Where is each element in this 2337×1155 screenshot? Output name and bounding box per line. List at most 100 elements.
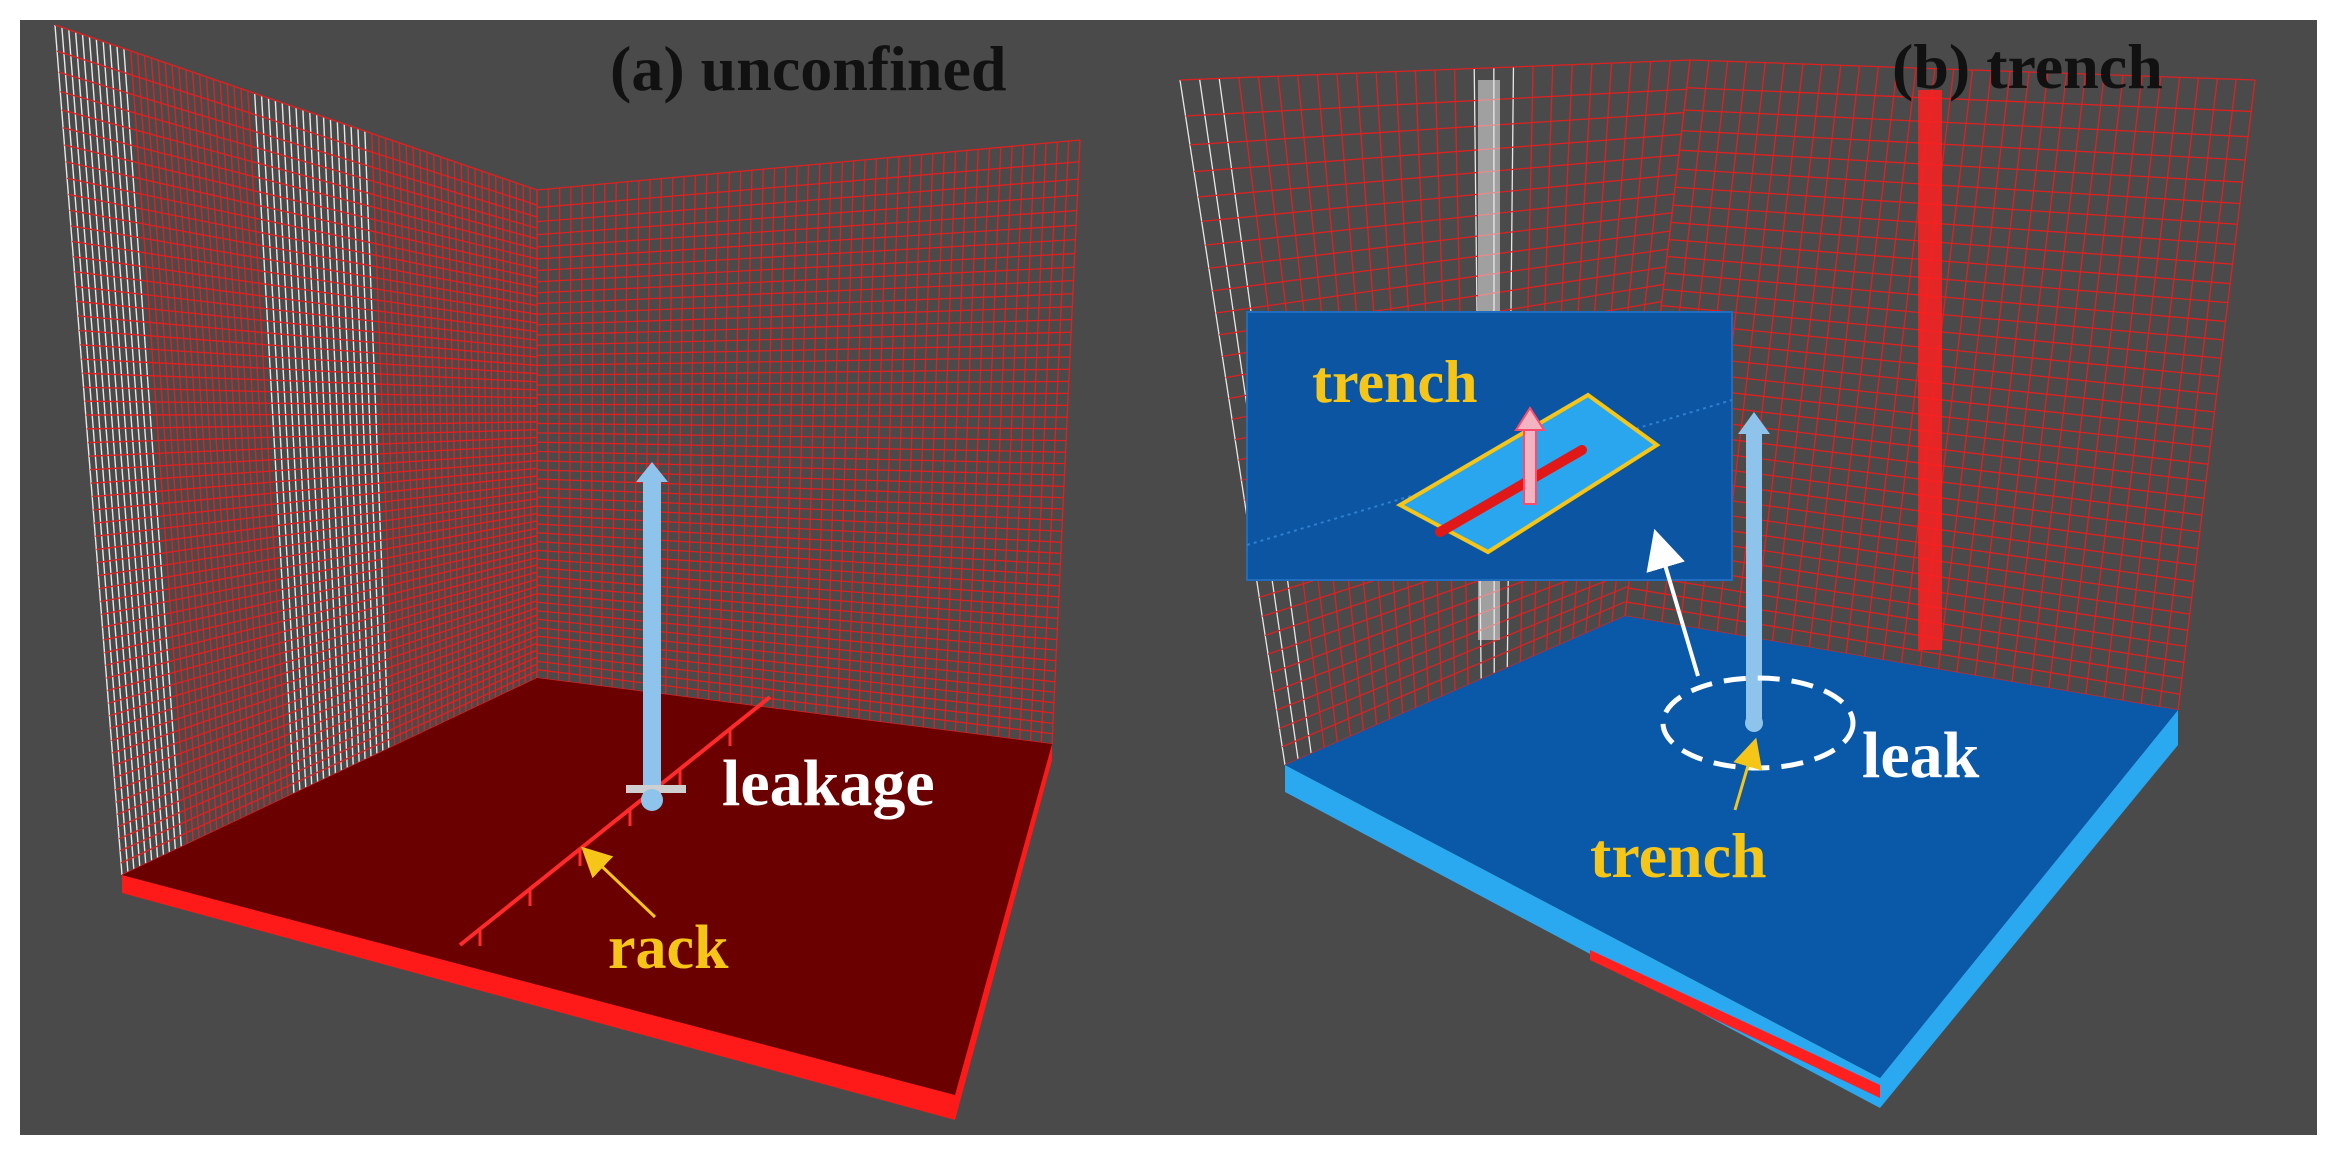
panel-b-red-band xyxy=(1918,90,1942,650)
grid-line xyxy=(1808,66,1879,648)
grid-line xyxy=(253,93,295,794)
grid-line xyxy=(110,593,538,729)
grid-line xyxy=(858,158,878,720)
grid-line xyxy=(1628,587,2182,679)
grid-line xyxy=(1626,601,2181,695)
grid-line xyxy=(62,127,538,250)
grid-line xyxy=(1686,87,2252,113)
grid-line xyxy=(761,168,776,707)
grid-line xyxy=(536,224,1077,260)
grid-line xyxy=(113,614,538,766)
grid-line xyxy=(467,166,479,707)
grid-line xyxy=(536,368,1070,376)
grid-line xyxy=(405,145,426,732)
grid-line xyxy=(371,133,396,746)
rack-label: rack xyxy=(608,914,729,982)
grid-line xyxy=(1668,239,2231,285)
grid-line xyxy=(536,413,1068,418)
grid-line xyxy=(890,155,911,724)
rack xyxy=(458,695,772,947)
grid-line xyxy=(536,441,1066,453)
grid-line xyxy=(879,156,900,723)
grid-line xyxy=(1029,142,1059,742)
grid-line xyxy=(536,514,1062,543)
grid-line xyxy=(536,635,1055,693)
grid-line xyxy=(101,527,538,616)
grid-line xyxy=(1040,141,1070,743)
inset-trench-label: trench xyxy=(1312,349,1478,415)
grid-line xyxy=(105,556,538,667)
grid-line xyxy=(56,50,538,206)
grid-line xyxy=(87,429,538,444)
grid-line xyxy=(522,185,526,684)
grid-line xyxy=(288,105,325,780)
grid-line xyxy=(536,161,1080,209)
grid-line xyxy=(536,549,1060,587)
grid-line xyxy=(804,163,821,713)
panel-a-floor xyxy=(122,678,1052,1095)
grid-line xyxy=(75,285,538,341)
grid-line xyxy=(460,164,473,709)
grid-line xyxy=(99,512,538,590)
grid-line xyxy=(95,39,159,859)
grid-line xyxy=(986,146,1013,736)
grid-line xyxy=(536,392,1069,396)
grid-line xyxy=(114,621,538,779)
grid-line xyxy=(104,549,538,654)
grid-line xyxy=(1677,168,2240,205)
grid-line xyxy=(1019,143,1047,740)
grid-line xyxy=(336,121,366,760)
grid-line xyxy=(185,69,236,822)
grid-line xyxy=(247,90,289,797)
grid-line xyxy=(281,102,319,783)
grid-line xyxy=(536,558,1059,598)
grid-line xyxy=(115,628,538,791)
grid-line xyxy=(622,181,629,690)
grid-line xyxy=(92,460,538,498)
grid-line xyxy=(536,601,1057,651)
grid-line xyxy=(433,154,449,721)
grid-line xyxy=(86,421,538,430)
grid-line xyxy=(391,140,414,738)
grid-line xyxy=(1993,73,2068,679)
grid-line xyxy=(686,175,697,698)
grid-line xyxy=(488,173,497,698)
grid-line xyxy=(1276,570,1631,711)
grid-line xyxy=(233,86,277,802)
grid-line xyxy=(398,142,420,735)
panel-a-floor-edge xyxy=(122,875,955,1120)
grid-line xyxy=(557,187,561,681)
grid-line xyxy=(61,27,129,873)
grid-line xyxy=(536,487,1063,510)
grid-line xyxy=(66,177,538,279)
grid-line xyxy=(536,652,1054,714)
grid-line xyxy=(60,90,538,229)
grid-line xyxy=(708,173,719,701)
trench-label: trench xyxy=(1590,820,1767,891)
grid-line xyxy=(109,43,171,853)
grid-line xyxy=(219,81,265,808)
grid-line xyxy=(1279,585,1629,730)
grid-line xyxy=(315,114,348,769)
panel-a-title: (a) unconfined xyxy=(610,33,1007,104)
grid-line xyxy=(88,436,538,457)
grid-line xyxy=(116,642,538,816)
grid-line xyxy=(2103,77,2181,698)
grid-line xyxy=(536,575,1058,619)
grid-line xyxy=(933,151,957,729)
grid-line xyxy=(1189,112,1684,146)
grid-line xyxy=(205,76,254,814)
grid-line xyxy=(536,593,1057,641)
grid-line xyxy=(108,578,538,704)
grid-line xyxy=(150,57,206,836)
grid-line xyxy=(453,161,467,712)
grid-line xyxy=(295,107,331,777)
grid-line xyxy=(1663,288,2224,341)
grid-line xyxy=(2177,79,2256,711)
inset-pointer-arrow xyxy=(1646,528,1700,677)
grid-line xyxy=(697,174,708,699)
grid-line xyxy=(868,157,889,721)
grid-line xyxy=(1197,154,1679,198)
grid-line xyxy=(384,138,408,740)
grid-line xyxy=(536,252,1075,283)
